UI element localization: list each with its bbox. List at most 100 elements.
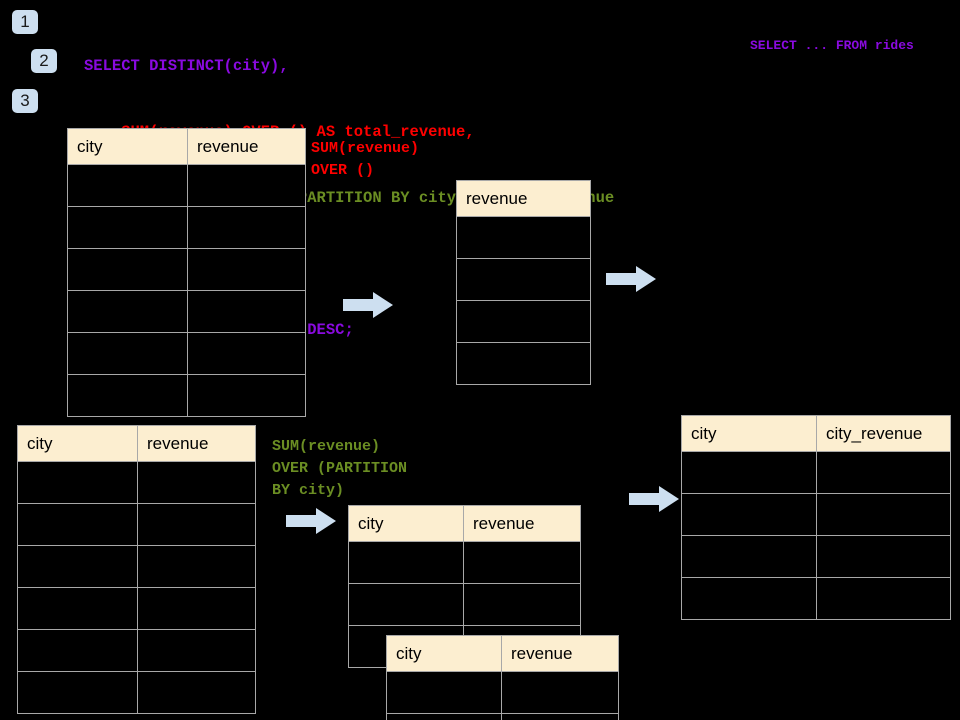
table-row	[386, 713, 619, 720]
table-row	[681, 535, 951, 578]
step-badge-3: 3	[12, 89, 38, 113]
table-row	[456, 216, 591, 259]
cell-revenue	[187, 374, 306, 417]
cell-city	[17, 461, 138, 504]
partition-group-table-front: city revenue	[386, 635, 619, 720]
cell-city	[17, 545, 138, 588]
column-header-revenue: revenue	[137, 425, 256, 462]
cell-revenue	[456, 300, 591, 343]
table-header-row: city city_revenue	[681, 415, 951, 452]
cell-city	[67, 164, 188, 207]
table-row	[67, 290, 306, 333]
column-header-revenue: revenue	[463, 505, 581, 542]
cell-city-revenue	[816, 577, 951, 620]
cell-city	[681, 451, 817, 494]
table-header-row: city revenue	[17, 425, 256, 462]
table-row	[17, 629, 256, 672]
cell-revenue	[187, 248, 306, 291]
cell-revenue	[463, 583, 581, 626]
cell-city	[681, 577, 817, 620]
arrow-total-revenue-to-result	[606, 266, 656, 292]
cell-revenue	[187, 164, 306, 207]
cell-city	[67, 374, 188, 417]
table-row	[681, 451, 951, 494]
cell-revenue	[187, 290, 306, 333]
cell-city	[17, 671, 138, 714]
cell-revenue	[137, 629, 256, 672]
cell-revenue	[137, 671, 256, 714]
cell-revenue	[456, 258, 591, 301]
table-row	[17, 587, 256, 630]
cell-revenue	[187, 206, 306, 249]
table-row	[456, 342, 591, 385]
table-header-row: city revenue	[67, 128, 306, 165]
cell-revenue	[137, 503, 256, 546]
cell-city-revenue	[816, 451, 951, 494]
cell-revenue	[501, 671, 619, 714]
table-row	[67, 332, 306, 375]
column-header-city: city	[386, 635, 502, 672]
column-header-revenue: revenue	[456, 180, 591, 217]
cell-revenue	[187, 332, 306, 375]
cell-city	[67, 332, 188, 375]
rides-source-table-top: city revenue	[67, 128, 306, 417]
table-row	[17, 671, 256, 714]
column-header-city-revenue: city_revenue	[816, 415, 951, 452]
table-row	[681, 493, 951, 536]
table-row	[348, 583, 581, 626]
cell-revenue	[501, 713, 619, 720]
rides-source-table-bottom: city revenue	[17, 425, 256, 714]
cell-city-revenue	[816, 493, 951, 536]
table-row	[348, 541, 581, 584]
annotation-city-revenue: SUM(revenue) OVER (PARTITION BY city)	[272, 438, 408, 499]
table-row	[681, 577, 951, 620]
column-header-revenue: revenue	[501, 635, 619, 672]
cell-city	[67, 290, 188, 333]
column-header-city: city	[681, 415, 817, 452]
table-header-row: city revenue	[348, 505, 581, 542]
table-row	[67, 164, 306, 207]
column-header-revenue: revenue	[187, 128, 306, 165]
cell-city-revenue	[816, 535, 951, 578]
sql-line-select: SELECT DISTINCT(city),	[84, 57, 289, 75]
result-table: city city_revenue	[681, 415, 951, 620]
table-row	[456, 258, 591, 301]
sql-aside-label: SELECT ... FROM rides	[750, 38, 914, 53]
column-header-city: city	[67, 128, 188, 165]
column-header-city: city	[17, 425, 138, 462]
cell-revenue	[456, 342, 591, 385]
cell-city	[348, 583, 464, 626]
cell-revenue	[463, 541, 581, 584]
cell-city	[67, 248, 188, 291]
cell-city	[386, 671, 502, 714]
cell-city	[681, 535, 817, 578]
arrow-rides-to-partition	[286, 508, 336, 534]
table-row	[17, 461, 256, 504]
arrow-partition-to-result	[629, 486, 679, 512]
step-badge-2: 2	[31, 49, 57, 73]
table-header-row: revenue	[456, 180, 591, 217]
table-row	[17, 545, 256, 588]
step-badge-1: 1	[12, 10, 38, 34]
cell-city	[17, 587, 138, 630]
table-row	[67, 248, 306, 291]
cell-revenue	[137, 545, 256, 588]
annotation-total-revenue: SUM(revenue) OVER ()	[311, 140, 420, 179]
cell-revenue	[456, 216, 591, 259]
cell-revenue	[137, 461, 256, 504]
table-row	[386, 671, 619, 714]
arrow-rides-to-total-revenue	[343, 292, 393, 318]
cell-city	[386, 713, 502, 720]
table-row	[456, 300, 591, 343]
cell-city	[348, 541, 464, 584]
table-row	[17, 503, 256, 546]
column-header-city: city	[348, 505, 464, 542]
total-revenue-table: revenue	[456, 180, 591, 385]
cell-city	[67, 206, 188, 249]
partition-group-table-back: city revenue	[348, 505, 581, 668]
table-header-row: city revenue	[386, 635, 619, 672]
table-row	[67, 206, 306, 249]
cell-city	[17, 503, 138, 546]
cell-revenue	[137, 587, 256, 630]
